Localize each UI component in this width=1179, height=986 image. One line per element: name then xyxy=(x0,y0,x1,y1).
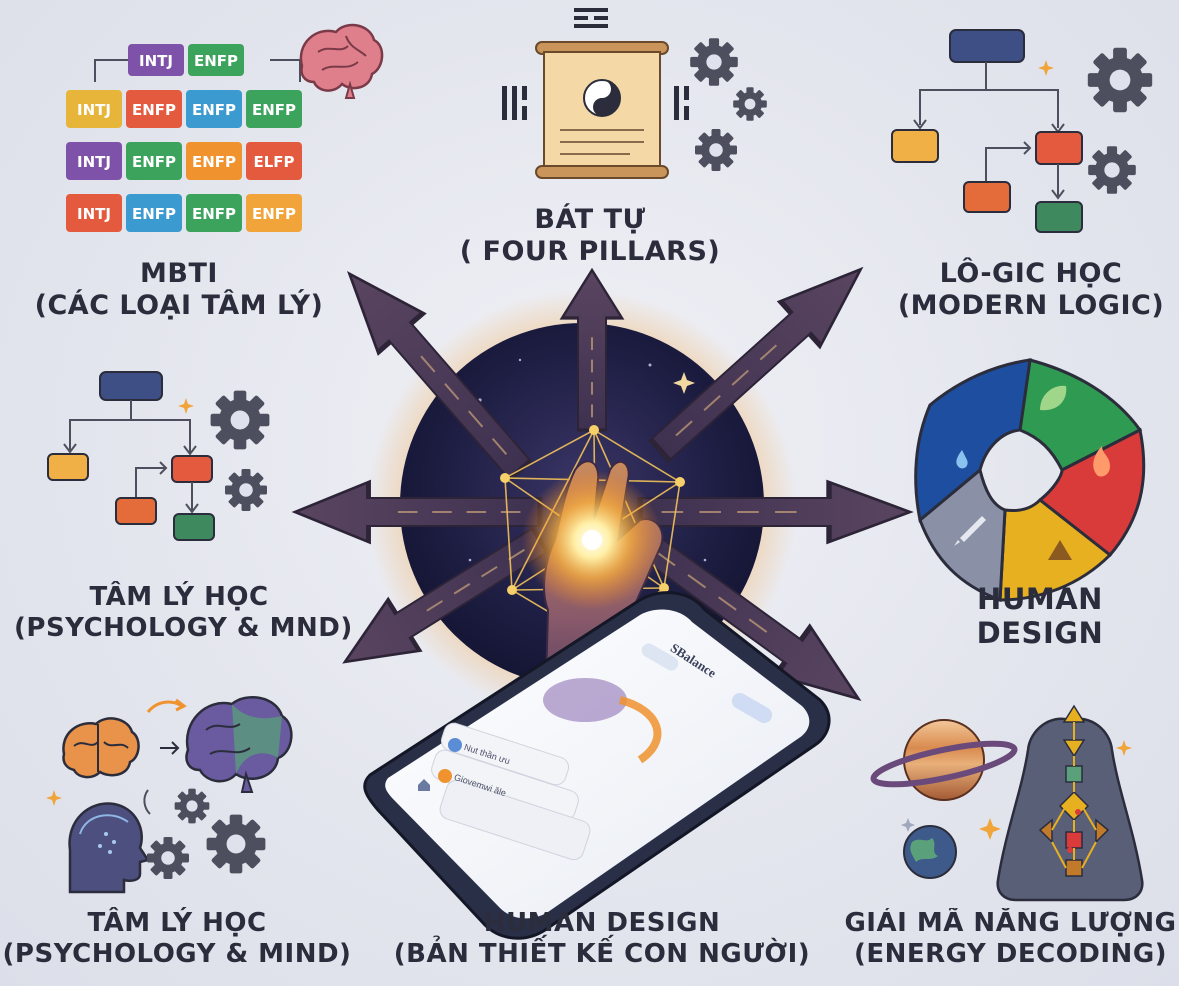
mbti-cell: ENFP xyxy=(192,205,236,223)
mountain-icon xyxy=(1048,540,1072,560)
mbti-cell: ENFP xyxy=(132,205,176,223)
earth-icon xyxy=(903,825,957,879)
psychology-brains xyxy=(46,696,293,894)
trigram-top xyxy=(574,8,608,28)
gear-icon xyxy=(225,469,267,511)
saturn-icon xyxy=(870,719,1018,801)
label-psychology-mid: TÂM LÝ HỌC (PSYCHOLOGY & MND) xyxy=(14,582,353,643)
mbti-cell: ENFP xyxy=(252,101,296,119)
head-profile-icon xyxy=(68,802,151,894)
smartphone xyxy=(363,591,831,940)
gear-icon xyxy=(1088,146,1136,194)
four-pillars-scroll xyxy=(502,8,767,179)
label-human-design-bottom: HUMAN DESIGN (BẢN THIẾT KẾ CON NGƯỜI) xyxy=(392,908,812,969)
logic-flowchart xyxy=(891,29,1153,233)
label-psychology-bottom-title: TÂM LÝ HỌC xyxy=(87,908,267,938)
gear-icon xyxy=(1087,47,1153,113)
mbti-cell: INTJ xyxy=(77,101,111,119)
trigram-left xyxy=(502,86,527,120)
gear-icon xyxy=(695,129,737,171)
gear-icon xyxy=(210,390,270,450)
label-human-design-right-line1: HUMAN xyxy=(977,582,1103,616)
leaf-icon xyxy=(1040,385,1067,411)
gear-icon xyxy=(206,814,266,874)
mbti-cell: ENFP xyxy=(132,153,176,171)
label-human-design-right: HUMAN DESIGN xyxy=(930,582,1150,650)
label-psychology-mid-subtitle: (PSYCHOLOGY & MND) xyxy=(14,612,353,643)
gear-icon xyxy=(690,38,738,86)
label-energy: GIẢI MÃ NĂNG LƯỢNG (ENERGY DECODING) xyxy=(842,908,1179,969)
mbti-cell: ENFP xyxy=(252,205,296,223)
mbti-top-2: ENFP xyxy=(194,52,238,70)
gear-icon xyxy=(174,788,210,824)
label-psychology-bottom-subtitle: (PSYCHOLOGY & MIND) xyxy=(2,938,352,969)
label-bat-tu: BÁT TỰ ( FOUR PILLARS) xyxy=(440,204,740,268)
mbti-cell: INTJ xyxy=(77,153,111,171)
elements-emblem xyxy=(914,358,1146,603)
mbti-top-1: INTJ xyxy=(139,52,173,70)
mbti-cell: INTJ xyxy=(77,205,111,223)
brain-icon xyxy=(185,696,293,793)
label-logic-subtitle: (MODERN LOGIC) xyxy=(897,289,1165,321)
label-bat-tu-subtitle: ( FOUR PILLARS) xyxy=(459,235,721,267)
label-human-design-bottom-title: HUMAN DESIGN xyxy=(483,908,721,938)
brain-icon xyxy=(299,23,384,99)
label-human-design-bottom-subtitle: (BẢN THIẾT KẾ CON NGƯỜI) xyxy=(393,938,811,969)
trigram-right xyxy=(674,86,689,120)
yin-yang-icon xyxy=(583,79,621,117)
bodygraph-icon xyxy=(996,704,1144,902)
label-energy-title: GIẢI MÃ NĂNG LƯỢNG xyxy=(844,908,1177,938)
label-logic: LÔ-GIC HỌC (MODERN LOGIC) xyxy=(886,258,1176,322)
energy-decoding-art xyxy=(870,704,1144,902)
sword-icon xyxy=(954,516,986,546)
mbti-cell: ENFP xyxy=(192,153,236,171)
label-mbti-title: MBTI xyxy=(140,258,218,289)
mbti-cell: ENFP xyxy=(192,101,236,119)
mbti-grid: INTJ ENFP INTJ ENFP ENFP ENFP INTJ ENFP … xyxy=(66,44,302,232)
label-mbti: MBTI (CÁC LOẠI TÂM LÝ) xyxy=(14,258,344,322)
psychology-flowchart xyxy=(47,371,270,541)
mbti-cell: ENFP xyxy=(132,101,176,119)
water-drop-icon xyxy=(956,450,968,469)
brain-icon xyxy=(62,717,140,779)
label-psychology-mid-title: TÂM LÝ HỌC xyxy=(89,582,269,612)
geometry-nodes xyxy=(500,425,685,645)
label-bat-tu-title: BÁT TỰ xyxy=(534,204,646,235)
fire-icon xyxy=(1093,446,1110,477)
label-mbti-subtitle: (CÁC LOẠI TÂM LÝ) xyxy=(34,289,324,321)
label-psychology-bottom: TÂM LÝ HỌC (PSYCHOLOGY & MIND) xyxy=(2,908,352,969)
mbti-cell: ELFP xyxy=(253,153,294,171)
label-logic-title: LÔ-GIC HỌC xyxy=(939,258,1123,289)
gear-icon xyxy=(147,837,189,879)
label-human-design-right-line2: DESIGN xyxy=(976,616,1104,651)
label-energy-subtitle: (ENERGY DECODING) xyxy=(853,938,1168,969)
gear-icon xyxy=(733,87,767,121)
